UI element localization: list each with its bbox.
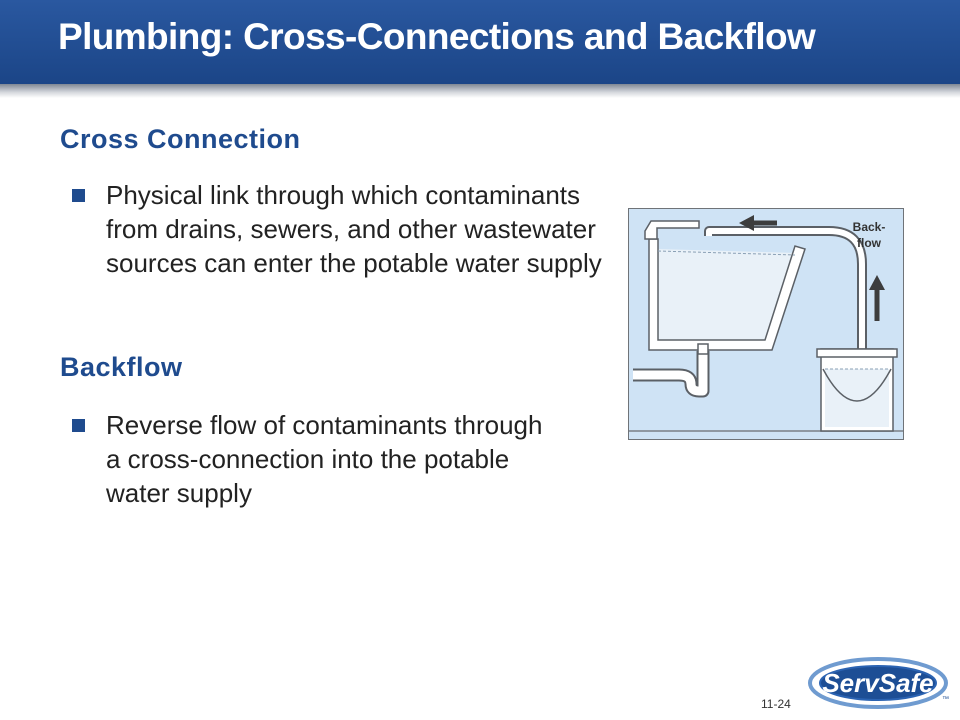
hose [706,228,865,361]
logo-text: ServSafe [822,668,933,698]
bucket-water [825,369,889,427]
backflow-arrow-up-head [869,275,885,290]
title-bar: Plumbing: Cross-Connections and Backflow [0,0,960,84]
slide-number: 11-24 [761,697,791,711]
flow-arrow-left-head [739,215,754,231]
bucket-handle [822,368,892,402]
backflow-label-line2: flow [857,236,882,250]
title-shadow [0,84,960,98]
logo-swoosh [808,657,948,709]
bucket-rim [816,348,898,358]
backflow-diagram: Back- flow [629,215,903,432]
sink-water-surface [657,250,796,256]
bullet-backflow: Reverse flow of contaminants through a c… [70,408,556,510]
drain-pipe [633,351,708,396]
slide-title: Plumbing: Cross-Connections and Backflow [58,16,816,57]
logo-oval [819,665,937,701]
bullet-cross-connection: Physical link through which contaminants… [70,178,606,280]
heading-backflow: Backflow [60,352,183,382]
backflow-illustration: Back- flow [628,208,904,440]
drain-fitting [697,343,709,355]
sink-water [656,249,797,341]
sink-basin [648,238,806,351]
backflow-label-line1: Back- [853,220,886,234]
faucet-icon [644,220,700,240]
logo-trademark: ™ [942,696,949,703]
heading-cross-connection: Cross Connection [60,124,301,154]
servsafe-logo: ServSafe ™ [804,645,954,716]
